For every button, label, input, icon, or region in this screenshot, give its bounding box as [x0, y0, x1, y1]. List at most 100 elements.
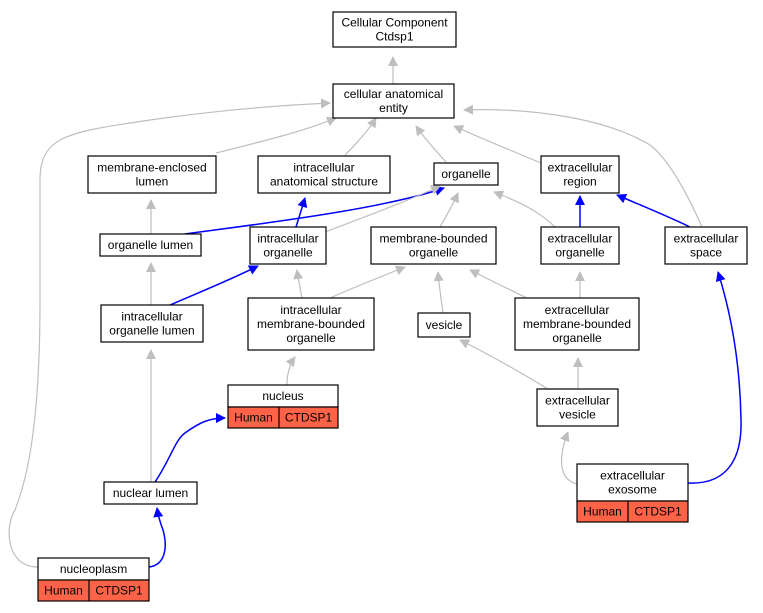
annotation-species: Human	[583, 505, 622, 519]
edge-organelle-to-cae	[415, 125, 447, 163]
edges-layer	[8, 56, 742, 568]
node-label: membrane-bounded	[523, 317, 631, 331]
node-label: entity	[379, 101, 408, 115]
node-label: vesicle	[426, 318, 463, 332]
edge-embo-to-mbo	[469, 269, 528, 299]
node-box	[103, 481, 198, 505]
node-label: intracellular	[257, 232, 318, 246]
node-label: organelle	[286, 331, 336, 345]
edge-mel-to-cae	[215, 116, 337, 154]
node-box	[664, 226, 748, 265]
node-label: nuclear lumen	[113, 486, 188, 500]
edge-extorg-to-organelle	[493, 190, 556, 228]
node-box	[332, 11, 457, 48]
node-box	[514, 297, 640, 351]
node-vesicle[interactable]: vesicle	[417, 312, 471, 338]
node-box	[332, 83, 455, 119]
edge-intorg-to-organelle	[324, 185, 441, 233]
annotation-gene: CTDSP1	[285, 411, 333, 425]
node-label: extracellular	[545, 394, 610, 408]
node-label: extracellular	[545, 303, 610, 317]
node-label: nucleoplasm	[60, 562, 127, 576]
node-label: Ctdsp1	[375, 30, 413, 44]
edge-nucleus-to-imbo	[285, 356, 296, 386]
node-box	[370, 226, 497, 265]
annotation-box	[227, 406, 339, 429]
node-label: extracellular	[548, 232, 613, 246]
node-label: space	[690, 246, 722, 260]
node-box	[247, 297, 375, 351]
node-label: membrane-bounded	[257, 317, 365, 331]
node-label: vesicle	[559, 408, 596, 422]
node-label: cellular anatomical	[344, 87, 443, 101]
edge-extreg-to-cae	[453, 125, 542, 164]
edge-mbo-to-organelle	[439, 192, 459, 228]
node-label: extracellular	[548, 161, 613, 175]
edge-exosome-to-extspace	[687, 271, 742, 484]
edge-nucleoplasm-to-cae	[8, 98, 331, 568]
edge-nuclumen-to-nucleus	[154, 413, 226, 483]
node-label: organelle lumen	[108, 238, 193, 252]
edge-extspace-to-extreg	[616, 194, 691, 228]
node-box	[99, 233, 202, 257]
annotation-species: Human	[44, 584, 83, 598]
node-label: Cellular Component	[341, 16, 448, 30]
node-box	[249, 226, 327, 265]
node-label: exosome	[608, 483, 657, 497]
node-orglumen[interactable]: organelle lumen	[99, 233, 202, 257]
edge-exosome-to-extves	[560, 431, 578, 485]
node-nuclumen[interactable]: nuclear lumen	[103, 481, 198, 505]
node-label: intracellular	[293, 161, 354, 175]
node-label: membrane-bounded	[379, 232, 487, 246]
node-box	[536, 388, 619, 427]
node-box	[417, 312, 471, 338]
node-box	[87, 155, 217, 194]
node-label: organelle	[552, 331, 602, 345]
edge-imbo-to-mbo	[329, 265, 406, 299]
node-box	[540, 226, 620, 265]
edge-iol-to-intorg	[169, 265, 259, 306]
node-box	[257, 155, 391, 194]
node-label: nucleus	[262, 389, 303, 403]
annotation-box	[576, 500, 689, 523]
edge-imbo-to-intorg	[293, 269, 304, 299]
node-label: lumen	[136, 175, 169, 189]
node-label: organelle lumen	[109, 324, 194, 338]
node-label: organelle	[263, 246, 313, 260]
node-label: anatomical structure	[270, 175, 378, 189]
edge-vesicle-to-mbo	[433, 271, 444, 314]
node-label: membrane-enclosed	[97, 161, 206, 175]
node-label: organelle	[555, 246, 605, 260]
edge-extspace-to-cae	[463, 104, 703, 228]
node-label: intracellular	[121, 310, 182, 324]
annotation-species: Human	[234, 411, 273, 425]
node-label: intracellular	[280, 303, 341, 317]
node-box	[540, 155, 620, 194]
edge-intorg-to-ias	[295, 197, 308, 228]
edge-extves-to-vesicle	[459, 339, 549, 390]
node-box	[433, 162, 499, 186]
node-label: organelle	[409, 246, 459, 260]
edge-ias-to-cae	[344, 117, 377, 156]
node-organelle[interactable]: organelle	[433, 162, 499, 186]
annotation-box	[37, 579, 150, 602]
node-box	[100, 304, 204, 343]
annotation-gene: CTDSP1	[95, 584, 143, 598]
